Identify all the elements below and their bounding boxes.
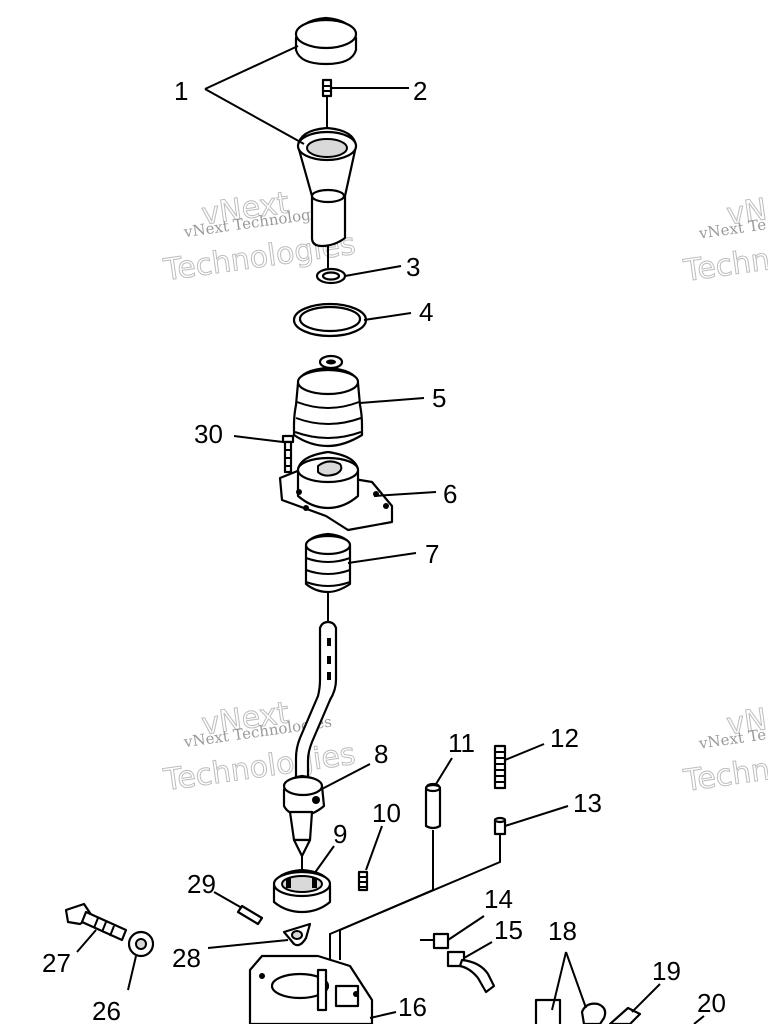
- callout-16: 16: [398, 992, 427, 1022]
- callout-10: 10: [372, 798, 401, 828]
- part-2-set-screw: [321, 78, 333, 98]
- part-3-washer: [315, 267, 347, 285]
- callout-11: 11: [448, 728, 475, 758]
- part-15-connector: [446, 950, 496, 994]
- callout-27: 27: [42, 948, 71, 978]
- callout-15: 15: [494, 915, 523, 945]
- callout-5: 5: [432, 383, 446, 413]
- callout-26: 26: [92, 996, 121, 1024]
- callout-3: 3: [406, 252, 420, 282]
- part-16-base-housing: [248, 954, 374, 1024]
- callout-9: 9: [333, 819, 347, 849]
- callout-6: 6: [443, 479, 457, 509]
- callout-2: 2: [413, 76, 427, 106]
- part-11-pin: [424, 782, 442, 830]
- part-6-housing: [278, 450, 394, 532]
- part-4-o-ring: [292, 302, 368, 338]
- callout-7: 7: [425, 539, 439, 569]
- watermark-2: vNe vNext Te Techn: [680, 189, 768, 289]
- leader-lines: [76, 45, 705, 1024]
- callout-29: 29: [187, 869, 216, 899]
- callout-30: 30: [194, 419, 223, 449]
- svg-text:vNext Te: vNext Te: [697, 725, 767, 752]
- part-27-bolt: [64, 902, 128, 942]
- part-30-screw: [281, 434, 295, 474]
- part-26-washer: [127, 930, 155, 958]
- part-29-pin: [236, 904, 264, 926]
- part-1-shift-knob: [296, 126, 358, 248]
- callout-18: 18: [548, 916, 577, 946]
- svg-text:Techn: Techn: [681, 752, 768, 799]
- callout-1: 1: [174, 76, 188, 106]
- part-19-lever: [608, 1006, 642, 1024]
- part-5-washer: [318, 354, 344, 370]
- part-1-knob-cap: [294, 16, 358, 66]
- callout-8: 8: [374, 739, 388, 769]
- watermark-4: vNe vNext Te Techn: [680, 699, 768, 799]
- svg-text:vNe: vNe: [724, 700, 768, 743]
- callout-13: 13: [573, 788, 602, 818]
- svg-text:vNe: vNe: [724, 190, 768, 233]
- callout-28: 28: [172, 943, 201, 973]
- callout-14: 14: [484, 884, 513, 914]
- callout-labels: 1 2 3 4 5 6 7 8 9 10 11 12 13 14 15 16 1…: [42, 76, 726, 1024]
- guide-lines: [301, 96, 501, 960]
- part-18-bracket: [534, 998, 607, 1024]
- callout-4: 4: [419, 297, 433, 327]
- part-12-stud: [493, 744, 507, 790]
- part-5-boot: [292, 366, 364, 448]
- part-9-collar: [272, 868, 332, 914]
- part-8-shift-lever: [282, 620, 338, 858]
- part-7-bushing: [304, 532, 352, 594]
- part-14-switch: [420, 932, 450, 950]
- callout-19: 19: [652, 956, 681, 986]
- svg-text:Techn: Techn: [681, 242, 768, 289]
- svg-text:vNext Te: vNext Te: [697, 215, 767, 242]
- part-28-clip: [282, 922, 312, 947]
- callout-20: 20: [697, 988, 726, 1018]
- part-13-nut: [493, 816, 507, 836]
- part-10-spring: [357, 870, 369, 892]
- callout-12: 12: [550, 723, 579, 753]
